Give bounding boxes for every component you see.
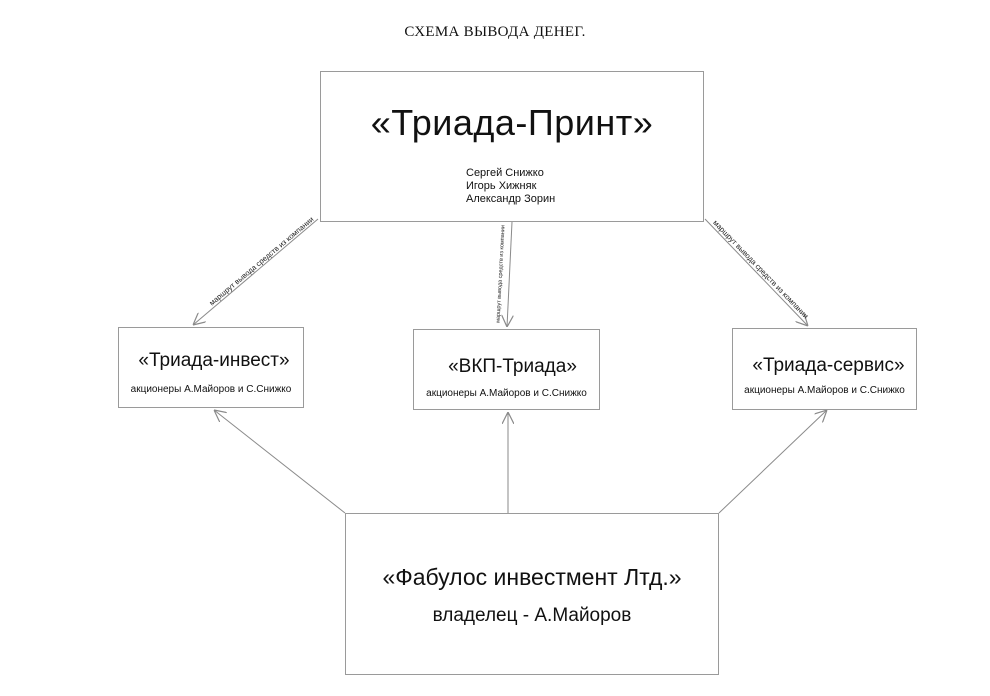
company-name: «Фабулос инвестмент Лтд.» [382, 564, 682, 590]
arrow-top-to-left [193, 218, 319, 325]
company-owners: акционеры А.Майоров и С.Снижко [130, 384, 292, 395]
route-label-right: маршрут вывода средств из компании [711, 218, 810, 320]
route-label-middle: маршрут вывода средств из компании [495, 225, 506, 323]
arrow-bottom-to-right [718, 410, 827, 514]
arrow-top-to-mid [507, 221, 512, 327]
company-box-fabulos: «Фабулос инвестмент Лтд.» владелец - А.М… [345, 513, 719, 675]
route-label-left: маршрут вывода средств из компании [207, 215, 315, 308]
person-name: Игорь Хижняк [466, 180, 537, 192]
people-list: Сергей Снижко Игорь Хижняк Александр Зор… [466, 167, 555, 206]
diagram-title: СХЕМА ВЫВОДА ДЕНЕГ. [404, 24, 586, 40]
company-name: «Триада-инвест» [138, 350, 290, 371]
company-box-vkp-triada: «ВКП-Триада» акционеры А.Майоров и С.Сни… [413, 329, 600, 410]
person-name: Сергей Снижко [466, 167, 544, 179]
person-name: Александр Зорин [466, 193, 556, 205]
company-owners: акционеры А.Майоров и С.Снижко [744, 385, 905, 396]
company-owners: акционеры А.Майоров и С.Снижко [426, 388, 587, 399]
company-box-triada-servis: «Триада-сервис» акционеры А.Майоров и С.… [732, 328, 917, 410]
company-box-triada-print: «Триада-Принт» Сергей Снижко Игорь Хижня… [320, 71, 704, 222]
company-name: «Триада-сервис» [752, 355, 905, 376]
company-owner: владелец - А.Майоров [432, 605, 632, 626]
company-name: «Триада-Принт» [370, 102, 654, 143]
arrow-bottom-to-left [214, 410, 346, 514]
arrow-top-to-right [704, 218, 808, 326]
company-name: «ВКП-Триада» [448, 356, 577, 377]
company-box-triada-invest: «Триада-инвест» акционеры А.Майоров и С.… [118, 327, 304, 408]
